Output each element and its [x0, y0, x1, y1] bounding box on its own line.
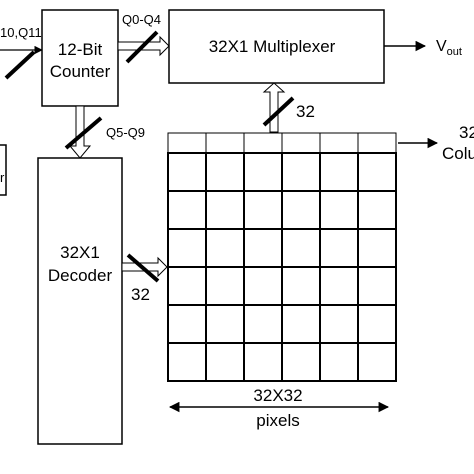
bus-q5-q9: Q5-Q9	[64, 105, 145, 159]
pixel-cell	[281, 342, 321, 382]
pixel-cell	[205, 342, 245, 382]
counter-label-line2: Counter	[50, 62, 111, 81]
pixel-cell	[243, 304, 283, 344]
pixel-cell	[357, 304, 397, 344]
bus-array-mux: 32	[262, 82, 315, 133]
multiplexer-block: 32X1 Multiplexer	[168, 9, 385, 84]
pixel-cell	[357, 228, 397, 268]
bus-decoder-array: 32	[121, 253, 168, 304]
counter-label-line1: 12-Bit	[58, 40, 103, 59]
pixel-cell	[205, 304, 245, 344]
bus-mux-width-label: 32	[296, 102, 315, 121]
multiplexer-label: 32X1 Multiplexer	[209, 37, 336, 56]
bus-q5-q9-label: Q5-Q9	[106, 125, 145, 140]
pixel-cell	[167, 190, 207, 230]
pixels-label-line1: 32X32	[253, 386, 302, 405]
decoder-label-line1: 32X1	[60, 243, 100, 262]
column-strip	[167, 132, 397, 154]
column-cell	[357, 132, 397, 154]
pixel-cell	[167, 266, 207, 306]
bus-decoder-width-label: 32	[131, 285, 150, 304]
decoder-block: 32X1 Decoder	[37, 157, 123, 445]
column-label-line2: Colu	[442, 144, 474, 163]
bus-q0-q4-label: Q0-Q4	[122, 12, 161, 27]
pixel-cell	[281, 152, 321, 192]
bus-q10-q11-label: 10,Q11	[0, 25, 42, 40]
pixel-cell	[319, 342, 359, 382]
pixels-label-line2: pixels	[256, 411, 299, 430]
pixel-cell	[243, 266, 283, 306]
pixel-cell	[357, 190, 397, 230]
pixel-cell	[205, 190, 245, 230]
pixel-cell	[243, 342, 283, 382]
pixel-cell	[357, 266, 397, 306]
column-cell	[319, 132, 359, 154]
pixel-cell	[281, 266, 321, 306]
counter-block: 12-Bit Counter	[41, 9, 119, 107]
vout-label: Vout	[436, 38, 462, 58]
pixel-cell	[243, 152, 283, 192]
pixel-cell	[205, 266, 245, 306]
output-vout: Vout	[384, 38, 462, 58]
pixel-cell	[167, 228, 207, 268]
left-partial-block: r	[0, 144, 7, 196]
pixel-cell	[167, 152, 207, 192]
pixel-cell	[205, 228, 245, 268]
pixel-cell	[319, 304, 359, 344]
pixel-cell	[357, 342, 397, 382]
column-cell	[167, 132, 207, 154]
column-cell	[205, 132, 245, 154]
decoder-label-line2: Decoder	[48, 266, 113, 285]
bus-q10-q11: 10,Q11	[0, 25, 43, 80]
pixel-cell	[205, 152, 245, 192]
pixel-cell	[281, 228, 321, 268]
pixel-array	[167, 152, 397, 382]
pixel-cell	[167, 342, 207, 382]
pixel-cell	[319, 190, 359, 230]
pixel-cell	[319, 228, 359, 268]
column-label-line1: 32	[459, 123, 474, 142]
pixel-cell	[357, 152, 397, 192]
pixel-cell	[243, 228, 283, 268]
array-dimension: 32X32 pixels	[168, 386, 390, 430]
pixel-cell	[281, 304, 321, 344]
column-cell	[281, 132, 321, 154]
column-output: 32 Colu	[398, 123, 474, 163]
column-cell	[243, 132, 283, 154]
pixel-cell	[319, 152, 359, 192]
left-block-label: r	[0, 170, 5, 185]
pixel-cell	[167, 304, 207, 344]
pixel-cell	[281, 190, 321, 230]
pixel-cell	[319, 266, 359, 306]
pixel-cell	[243, 190, 283, 230]
bus-q0-q4: Q0-Q4	[117, 12, 170, 64]
